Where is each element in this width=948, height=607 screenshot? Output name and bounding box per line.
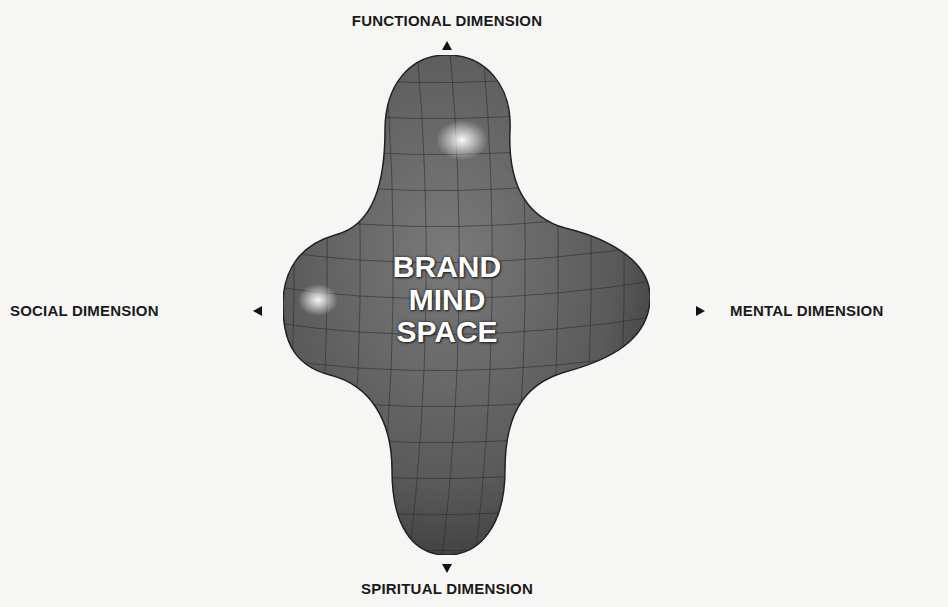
axis-label: MENTAL DIMENSION (730, 302, 883, 319)
arrow-down (442, 564, 452, 573)
axis-label: SPIRITUAL DIMENSION (361, 580, 533, 597)
blob-title: BRAND MIND SPACE (372, 251, 522, 348)
brand-blob: BRAND MIND SPACE (283, 55, 650, 555)
axis-label: FUNCTIONAL DIMENSION (352, 12, 542, 29)
arrow-up (442, 41, 452, 50)
arrow-left (253, 306, 262, 316)
axis-label: SOCIAL DIMENSION (10, 302, 159, 319)
arrow-right (696, 306, 705, 316)
